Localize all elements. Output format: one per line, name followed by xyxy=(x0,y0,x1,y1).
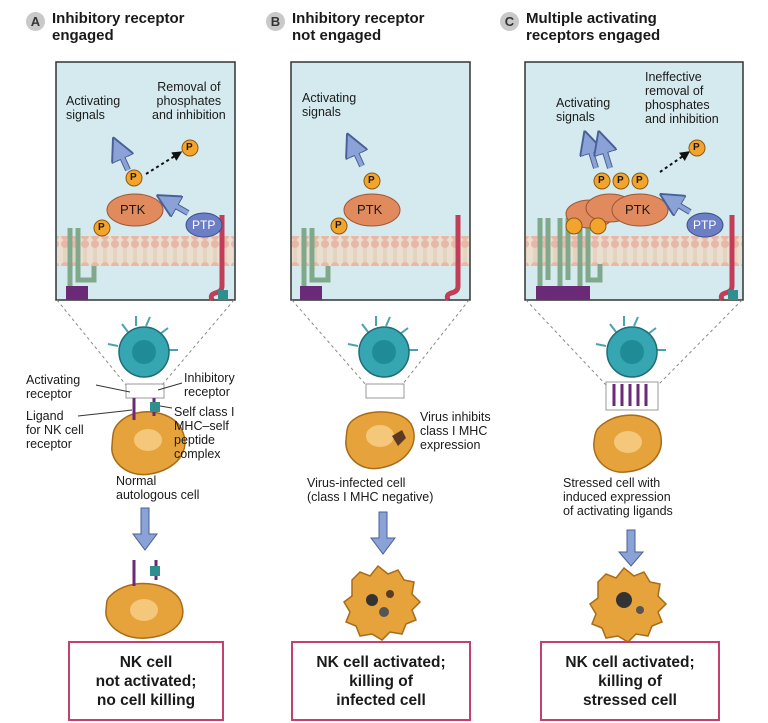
outcome-box-a: NK cell not activated; no cell killing xyxy=(68,641,224,721)
panel-c-dotted-arrow xyxy=(659,151,691,173)
panel-b-signals-label: Activating signals xyxy=(302,91,357,119)
panel-a-target-label: Normal autologous cell xyxy=(116,474,200,502)
panel-b-p2: P xyxy=(335,220,342,231)
panel-c-target-label: Stressed cell with induced expression of… xyxy=(563,476,673,518)
panel-a-ptp xyxy=(185,212,223,238)
panel-b-inhibitory-receptor xyxy=(444,215,461,301)
panel-c-ptp-label: PTP xyxy=(693,218,717,232)
panel-b-activating-receptor xyxy=(300,228,331,300)
panel-b-letter: B xyxy=(266,12,285,31)
panel-a-ligand-label: Ligand for NK cell receptor xyxy=(26,409,84,451)
panel-b-ptk xyxy=(343,193,401,227)
panel-a-activating-receptor xyxy=(66,228,97,300)
panel-b-ptk-label: PTK xyxy=(357,202,383,217)
panel-a-p3: P xyxy=(186,142,193,153)
outcome-c-line3: stressed cell xyxy=(583,691,677,709)
panel-c-p2: P xyxy=(617,175,624,186)
down-arrows xyxy=(132,507,645,567)
panel-c-title-line2: receptors engaged xyxy=(526,27,661,44)
panel-b-title-line2: not engaged xyxy=(292,27,382,44)
panel-a-box xyxy=(55,61,236,301)
panel-a-membrane xyxy=(57,236,234,266)
panel-c-letter: C xyxy=(500,12,519,31)
panel-b-box xyxy=(290,61,471,301)
panel-c-p3: P xyxy=(636,175,643,186)
panel-c-ptk-label: PTK xyxy=(625,202,651,217)
panel-a-ptk-label: PTK xyxy=(120,202,146,217)
panel-c-ptp xyxy=(686,212,724,238)
outcome-b-line1: NK cell activated; xyxy=(316,653,446,671)
nk-cell-b xyxy=(347,316,418,399)
panel-c-title-line1: Multiple activating xyxy=(526,10,657,27)
panel-c-removal-label: Ineffective removal of phosphates and in… xyxy=(645,70,719,126)
outcome-box-b: NK cell activated; killing of infected c… xyxy=(291,641,471,721)
panel-c-p1: P xyxy=(598,175,605,186)
panel-c-signals-label: Activating signals xyxy=(556,96,611,124)
panel-a-title-line2: engaged xyxy=(52,27,114,44)
panel-a-activating-receptor-label: Activating receptor xyxy=(26,373,81,401)
outcome-c-line1: NK cell activated; xyxy=(565,653,695,671)
panel-b-target-label: Virus-infected cell (class I MHC negativ… xyxy=(307,476,434,504)
panel-b-p1: P xyxy=(368,175,375,186)
outcome-b-line2: killing of xyxy=(349,672,413,690)
panel-a-p2: P xyxy=(130,172,137,183)
target-cell-a xyxy=(111,398,186,476)
panel-c-box xyxy=(524,61,744,301)
nk-cell-c xyxy=(595,316,666,411)
outcome-box-c: NK cell activated; killing of stressed c… xyxy=(540,641,720,721)
outcome-b-line3: infected cell xyxy=(336,691,426,709)
result-cell-b xyxy=(343,564,422,641)
target-cell-c xyxy=(593,414,662,473)
panel-a-removal-label: Removal of phosphates and inhibition xyxy=(152,80,226,122)
panel-a-inhibitory-receptor xyxy=(208,215,228,301)
panel-a-leader-lines xyxy=(77,382,183,417)
outcome-a-line1: NK cell xyxy=(119,653,173,671)
panel-a-letter: A xyxy=(26,12,45,31)
nk-cell-a xyxy=(107,316,178,399)
panel-a-signals-label: Activating signals xyxy=(66,94,121,122)
outcome-a-line3: no cell killing xyxy=(96,691,196,709)
result-cell-c xyxy=(589,566,668,643)
panel-c-activating-receptors xyxy=(536,218,603,300)
outcome-a-line2: not activated; xyxy=(95,672,197,690)
result-cell-a xyxy=(105,560,184,639)
panel-a-ptp-label: PTP xyxy=(192,218,216,232)
panel-a-mhc-label: Self class I MHC–self peptide complex xyxy=(174,405,235,461)
panel-a-p1: P xyxy=(98,222,105,233)
panel-b-virus-label: Virus inhibits class I MHC expression xyxy=(420,410,491,452)
panel-b-title-line1: Inhibitory receptor xyxy=(292,10,425,27)
panel-b-membrane xyxy=(292,236,469,266)
target-cell-b xyxy=(345,411,415,470)
projection-lines xyxy=(56,299,743,386)
panel-a-title-line1: Inhibitory receptor xyxy=(52,10,185,27)
panel-a-inhibitory-receptor-label: Inhibitory receptor xyxy=(184,371,235,399)
panel-c-inhibitory-receptor xyxy=(718,215,738,301)
panel-a-dotted-arrow xyxy=(145,151,183,175)
outcome-c-line2: killing of xyxy=(598,672,662,690)
panel-c-p4: P xyxy=(693,142,700,153)
